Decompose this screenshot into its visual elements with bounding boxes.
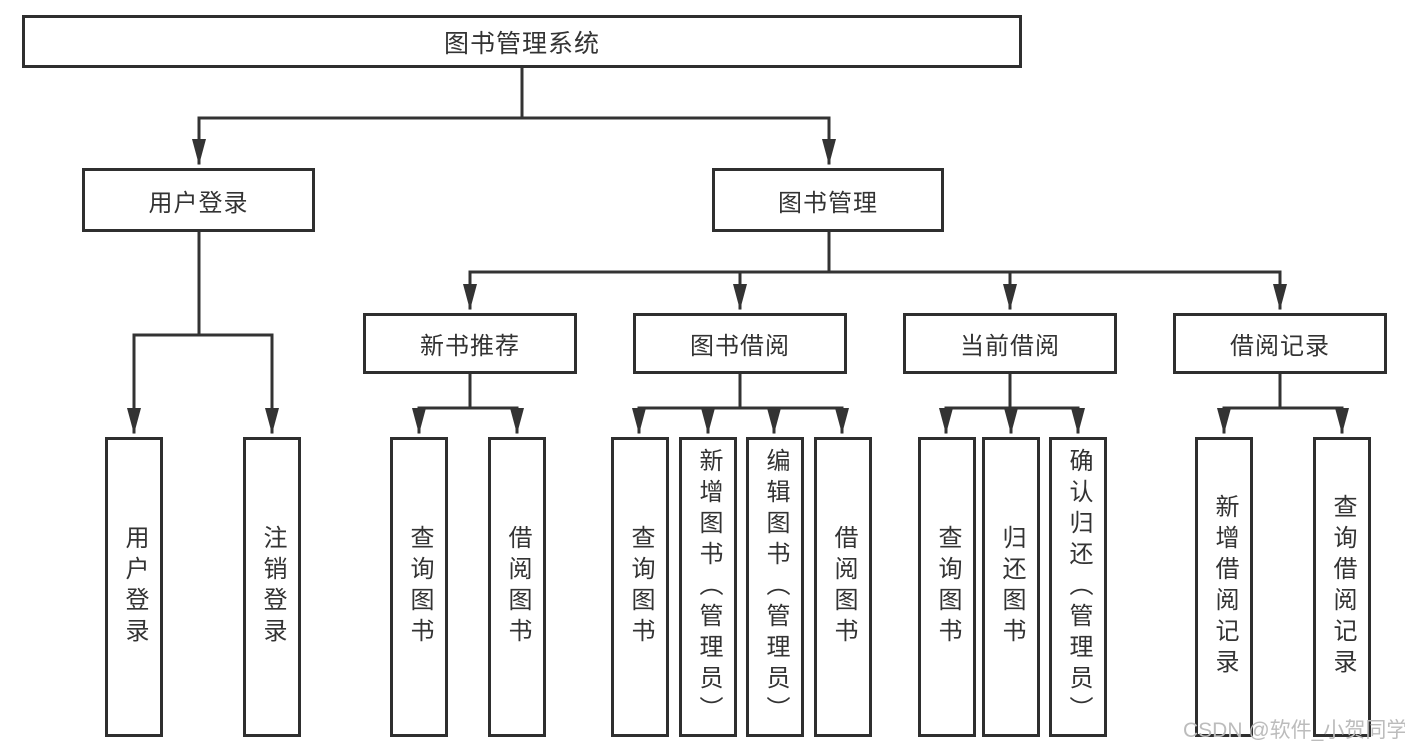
node-book-borrow: 图书借阅 bbox=[633, 313, 847, 374]
leaf-label: 借阅图书 bbox=[504, 525, 531, 649]
leaf-borrow-books-1: 借阅图书 bbox=[488, 437, 546, 737]
leaf-add-books-admin: 新增图书（管理员） bbox=[679, 437, 737, 737]
leaf-label: 查询图书 bbox=[934, 525, 961, 649]
node-library-management-system: 图书管理系统 bbox=[22, 15, 1022, 68]
node-user-login: 用户登录 bbox=[82, 168, 315, 232]
leaf-query-books-3: 查询图书 bbox=[918, 437, 976, 737]
leaf-user-login: 用户登录 bbox=[105, 437, 163, 737]
leaf-label: 查询图书 bbox=[406, 525, 433, 649]
node-current-borrow: 当前借阅 bbox=[903, 313, 1117, 374]
leaf-return-books: 归还图书 bbox=[982, 437, 1040, 737]
leaf-label: 归还图书 bbox=[998, 525, 1025, 649]
leaf-label: 编辑图书（管理员） bbox=[762, 447, 789, 727]
leaf-label: 确认归还（管理员） bbox=[1065, 447, 1092, 727]
leaf-borrow-books-2: 借阅图书 bbox=[814, 437, 872, 737]
leaf-edit-books-admin: 编辑图书（管理员） bbox=[746, 437, 804, 737]
leaf-label: 新增借阅记录 bbox=[1211, 494, 1238, 680]
leaf-label: 查询借阅记录 bbox=[1329, 494, 1356, 680]
leaf-confirm-return-admin: 确认归还（管理员） bbox=[1049, 437, 1107, 737]
node-borrow-records: 借阅记录 bbox=[1173, 313, 1387, 374]
leaf-label: 查询图书 bbox=[627, 525, 654, 649]
leaf-add-borrow-record: 新增借阅记录 bbox=[1195, 437, 1253, 737]
leaf-label: 新增图书（管理员） bbox=[695, 447, 722, 727]
leaf-query-books-1: 查询图书 bbox=[390, 437, 448, 737]
leaf-query-borrow-record: 查询借阅记录 bbox=[1313, 437, 1371, 737]
leaf-query-books-2: 查询图书 bbox=[611, 437, 669, 737]
leaf-label: 用户登录 bbox=[121, 525, 148, 649]
leaf-label: 借阅图书 bbox=[830, 525, 857, 649]
leaf-logout: 注销登录 bbox=[243, 437, 301, 737]
node-book-management: 图书管理 bbox=[712, 168, 944, 232]
leaf-label: 注销登录 bbox=[259, 525, 286, 649]
node-new-book-recommend: 新书推荐 bbox=[363, 313, 577, 374]
